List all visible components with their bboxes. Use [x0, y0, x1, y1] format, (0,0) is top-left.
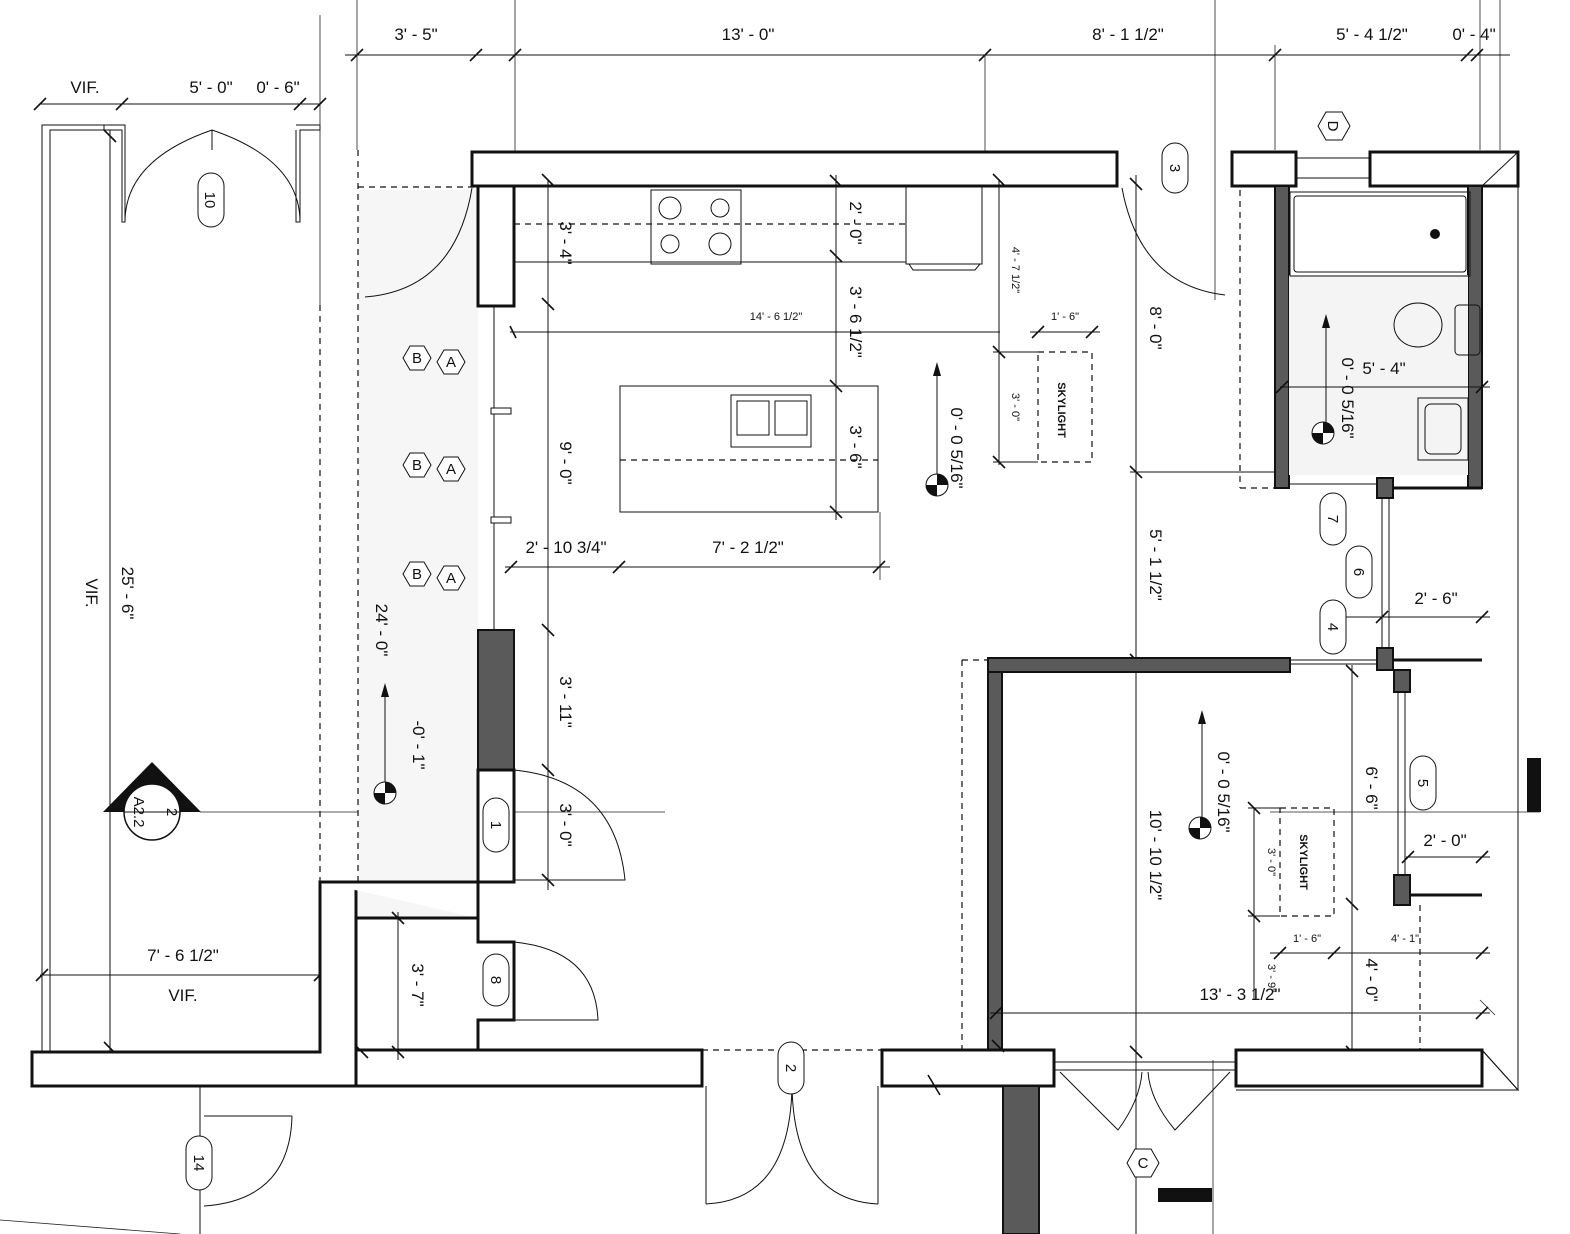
- window-tag-b[interactable]: B: [402, 561, 432, 587]
- skylight-2-offset: 3' - 9": [1265, 964, 1277, 992]
- section-marker[interactable]: 2 A2.2: [103, 762, 201, 841]
- skylight-2-w: 1' - 6": [1293, 933, 1321, 945]
- bathroom: 0' - 0 5/16" 5' - 4": [1239, 150, 1519, 1092]
- patio-area: VIF. 25' - 6" 7' - 6 1/2" VIF.: [35, 124, 330, 1055]
- svg-text:3: 3: [1166, 164, 1183, 172]
- svg-text:14: 14: [190, 1155, 207, 1172]
- skylight-2-label: SKYLIGHT: [1297, 834, 1309, 890]
- dim-island-depth: 3' - 6": [846, 425, 865, 468]
- svg-text:D: D: [1324, 121, 1341, 132]
- door-tag-1[interactable]: 1: [482, 797, 510, 853]
- dim-left-bottom-width: 7' - 6 1/2": [147, 946, 219, 965]
- closet-c2: 6' - 6": [1362, 766, 1381, 809]
- closet-c5: 4' - 0": [1362, 958, 1381, 1001]
- svg-text:B: B: [412, 457, 422, 474]
- dim-top-d4: 3' - 5": [394, 25, 437, 44]
- skylight-1: SKYLIGHT 4' - 7 1/2" 3' - 0" 1' - 6": [992, 173, 1100, 469]
- window-tag-d[interactable]: D: [1317, 111, 1351, 141]
- window-tag-b[interactable]: B: [402, 345, 432, 371]
- svg-text:10: 10: [201, 192, 218, 209]
- dim-top-vif: VIF.: [70, 78, 99, 97]
- dim-door-w: 3' - 0": [556, 803, 575, 846]
- svg-text:A: A: [446, 354, 456, 371]
- dim-top-d6: 8' - 1 1/2": [1092, 25, 1164, 44]
- svg-text:A: A: [446, 461, 456, 478]
- door-tag-14[interactable]: 14: [185, 1135, 213, 1191]
- dim-top-d7: 5' - 4 1/2": [1336, 25, 1408, 44]
- skylight-2: SKYLIGHT 3' - 0" 3' - 9" 1' - 6": [1247, 801, 1345, 1000]
- skylight-1-h: 3' - 0": [1009, 393, 1021, 421]
- skylight-1-label: SKYLIGHT: [1055, 382, 1067, 438]
- window-tag-a[interactable]: A: [436, 456, 466, 482]
- dim-island-run: 14' - 6 1/2": [750, 311, 803, 323]
- bedroom-width: 13' - 3 1/2": [1199, 985, 1280, 1004]
- bathroom-width: 5' - 4": [1362, 359, 1405, 378]
- svg-text:C: C: [1138, 1155, 1149, 1172]
- closet-c3: 2' - 0": [1423, 831, 1466, 850]
- dim-open: 9' - 0": [556, 441, 575, 484]
- svg-text:B: B: [412, 566, 422, 583]
- window-tag-c[interactable]: C: [1126, 1148, 1160, 1178]
- svg-text:A: A: [446, 570, 456, 587]
- dim-corridor: 24' - 0": [372, 604, 391, 657]
- door-tag-8[interactable]: 8: [482, 953, 510, 1007]
- dim-center-mid: 5' - 1 1/2": [1146, 529, 1165, 601]
- section-number: 2: [163, 808, 180, 816]
- dim-center-lower: 10' - 10 1/2": [1146, 810, 1165, 901]
- closets: 2' - 6" 6' - 6" 4' - 0" 2' - 0" 4' - 1": [1290, 477, 1541, 1060]
- bottom-walls: 3' - 7": [0, 768, 1520, 1234]
- section-sheet: A2.2: [130, 797, 147, 828]
- skylight-1-w: 1' - 6": [1051, 311, 1079, 323]
- svg-text:6: 6: [1350, 568, 1367, 576]
- bathroom-level: 0' - 0 5/16": [1338, 357, 1357, 438]
- skylight-2-h: 3' - 0": [1265, 848, 1277, 876]
- dim-island-offset: 2' - 10 3/4": [525, 538, 606, 557]
- dim-top-d3: 0' - 6": [256, 78, 299, 97]
- svg-text:1: 1: [487, 821, 504, 829]
- door-tag-6[interactable]: 6: [1345, 545, 1373, 599]
- svg-text:2: 2: [782, 1064, 799, 1072]
- svg-text:8: 8: [487, 976, 504, 984]
- dim-top-d8: 0' - 4": [1452, 25, 1495, 44]
- dim-top-d2: 5' - 0": [189, 78, 232, 97]
- svg-text:4: 4: [1324, 623, 1341, 631]
- kitchen-level: 0' - 0 5/16": [947, 407, 966, 488]
- kitchen: 0' - 0 5/16" 3' - 4" 9' - 0" 3' - 11" 3'…: [470, 150, 1520, 890]
- dim-left-bottom-vif: VIF.: [168, 986, 197, 1005]
- door-tag-3[interactable]: 3: [1161, 142, 1189, 194]
- dim-left-vif: VIF.: [82, 578, 101, 607]
- bedroom: 0' - 0 5/16" 13' - 3 1/2": [961, 657, 1490, 1053]
- center-dimensions: 8' - 0" 5' - 1 1/2" 10' - 10 1/2": [1121, 175, 1280, 1234]
- svg-text:5: 5: [1414, 779, 1431, 787]
- svg-text:B: B: [412, 350, 422, 367]
- door-tag-4[interactable]: 4: [1319, 599, 1347, 655]
- window-tag-a[interactable]: A: [436, 349, 466, 375]
- door-tag-10[interactable]: 10: [197, 172, 225, 228]
- dim-aisle: 3' - 6 1/2": [846, 286, 865, 358]
- corridor-level: -0' - 1": [409, 721, 428, 770]
- dim-counter-2: 2' - 0": [846, 201, 865, 244]
- door-tags: 10 3 7 6 4 5 1 8: [185, 142, 1437, 1191]
- dim-island-len: 7' - 2 1/2": [712, 538, 784, 557]
- door-tag-5[interactable]: 5: [1409, 755, 1437, 811]
- dim-counter-depth: 3' - 4": [556, 221, 575, 264]
- closet-c1: 2' - 6": [1414, 589, 1457, 608]
- dim-left-overall: 25' - 6": [118, 567, 137, 620]
- dim-center-upper: 8' - 0": [1146, 306, 1165, 349]
- window-tag-b[interactable]: B: [402, 452, 432, 478]
- door-tag-2[interactable]: 2: [777, 1041, 805, 1095]
- dim-closet: 3' - 7": [408, 963, 427, 1006]
- window-tag-a[interactable]: A: [436, 565, 466, 591]
- closet-c4: 4' - 1": [1391, 933, 1419, 945]
- skylight-1-offset: 4' - 7 1/2": [1009, 247, 1021, 293]
- door-tag-7[interactable]: 7: [1319, 492, 1347, 546]
- svg-text:7: 7: [1324, 515, 1341, 523]
- dim-top-d5: 13' - 0": [722, 25, 775, 44]
- window-tags: B A B A B A: [402, 345, 466, 591]
- dim-wall-seg: 3' - 11": [556, 676, 575, 728]
- bedroom-level: 0' - 0 5/16": [1214, 751, 1233, 832]
